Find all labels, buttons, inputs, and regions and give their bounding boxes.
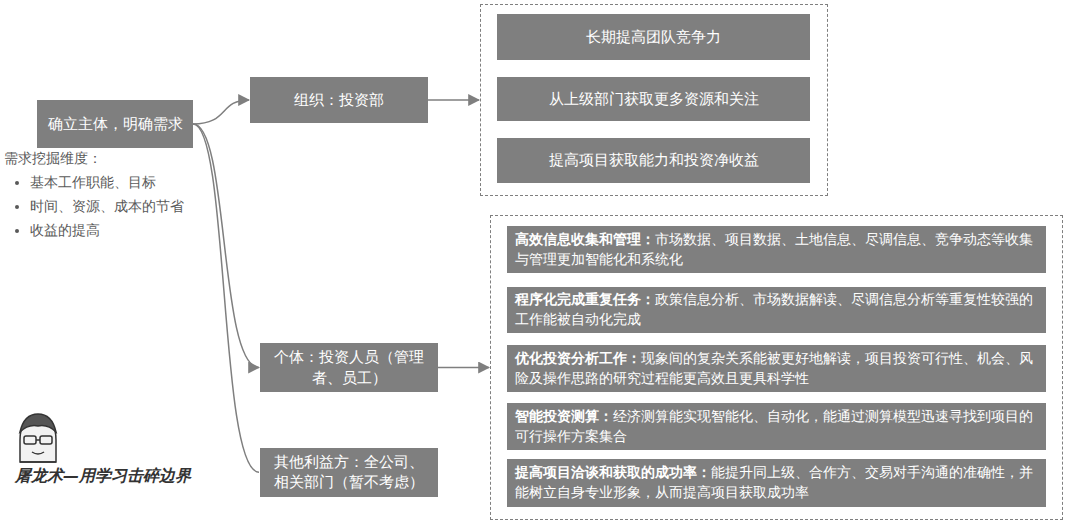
connector bbox=[193, 124, 259, 368]
box-label: 组织：投资部 bbox=[294, 90, 384, 110]
benefit-text: 优化投资分析工作：现象间的复杂关系能被更好地解读，项目投资可行性、机会、风险及操… bbox=[515, 349, 1038, 388]
benefit-box: 高效信息收集和管理：市场数据、项目数据、土地信息、尽调信息、竞争动态等收集与管理… bbox=[507, 226, 1046, 273]
connector bbox=[438, 367, 489, 369]
dimension-item: 收益的提高 bbox=[30, 218, 184, 242]
benefit-box: 提高项目洽谈和获取的成功率：能提升同上级、合作方、交易对手沟通的准确性，并能树立… bbox=[507, 459, 1046, 507]
connector bbox=[193, 124, 259, 472]
process-box: 个体：投资人员（管理者、员工） bbox=[260, 343, 438, 392]
benefit-heading: 高效信息收集和管理： bbox=[515, 231, 655, 247]
connector bbox=[193, 100, 249, 124]
dimension-item: 时间、资源、成本的节省 bbox=[30, 194, 184, 218]
process-box: 从上级部门获取更多资源和关注 bbox=[497, 77, 810, 121]
dimension-item: 基本工作职能、目标 bbox=[30, 170, 184, 194]
benefit-text: 高效信息收集和管理：市场数据、项目数据、土地信息、尽调信息、竞争动态等收集与管理… bbox=[515, 230, 1038, 269]
dashed-group: 高效信息收集和管理：市场数据、项目数据、土地信息、尽调信息、竞争动态等收集与管理… bbox=[490, 215, 1063, 520]
dimension-heading: 需求挖掘维度： bbox=[4, 150, 102, 167]
box-label: 提高项目获取能力和投资净收益 bbox=[549, 150, 759, 170]
benefit-heading: 提高项目洽谈和获取的成功率： bbox=[515, 464, 711, 480]
benefit-box: 智能投资测算：经济测算能实现智能化、自动化，能通过测算模型迅速寻找到项目的可行操… bbox=[507, 403, 1046, 450]
box-label: 确立主体，明确需求 bbox=[48, 114, 183, 134]
benefit-text: 提高项目洽谈和获取的成功率：能提升同上级、合作方、交易对手沟通的准确性，并能树立… bbox=[515, 463, 1038, 502]
benefit-heading: 优化投资分析工作： bbox=[515, 350, 641, 366]
process-box: 确立主体，明确需求 bbox=[37, 100, 193, 148]
process-box: 提高项目获取能力和投资净收益 bbox=[497, 138, 810, 183]
benefit-text: 智能投资测算：经济测算能实现智能化、自动化，能通过测算模型迅速寻找到项目的可行操… bbox=[515, 407, 1038, 446]
dashed-group: 长期提高团队竞争力从上级部门获取更多资源和关注提高项目获取能力和投资净收益 bbox=[480, 4, 828, 196]
box-label: 从上级部门获取更多资源和关注 bbox=[549, 89, 759, 109]
watermark: 屠龙术—用学习击碎边界 bbox=[15, 466, 191, 487]
process-box: 组织：投资部 bbox=[250, 77, 428, 123]
benefit-heading: 智能投资测算： bbox=[515, 408, 613, 424]
box-label: 其他利益方：全公司、相关部门（暂不考虑） bbox=[268, 452, 430, 493]
box-label: 长期提高团队竞争力 bbox=[586, 27, 721, 47]
process-box: 其他利益方：全公司、相关部门（暂不考虑） bbox=[260, 448, 438, 497]
avatar-face bbox=[20, 414, 56, 462]
benefit-box: 程序化完成重复任务：政策信息分析、市场数据解读、尽调信息分析等重复性较强的工作能… bbox=[507, 287, 1046, 333]
dimension-list: 基本工作职能、目标时间、资源、成本的节省收益的提高 bbox=[4, 170, 184, 242]
benefit-box: 优化投资分析工作：现象间的复杂关系能被更好地解读，项目投资可行性、机会、风险及操… bbox=[507, 345, 1046, 392]
benefit-text: 程序化完成重复任务：政策信息分析、市场数据解读、尽调信息分析等重复性较强的工作能… bbox=[515, 290, 1038, 329]
benefit-heading: 程序化完成重复任务： bbox=[515, 291, 655, 307]
connector bbox=[428, 99, 479, 101]
box-label: 个体：投资人员（管理者、员工） bbox=[268, 347, 430, 388]
process-box: 长期提高团队竞争力 bbox=[497, 14, 810, 60]
